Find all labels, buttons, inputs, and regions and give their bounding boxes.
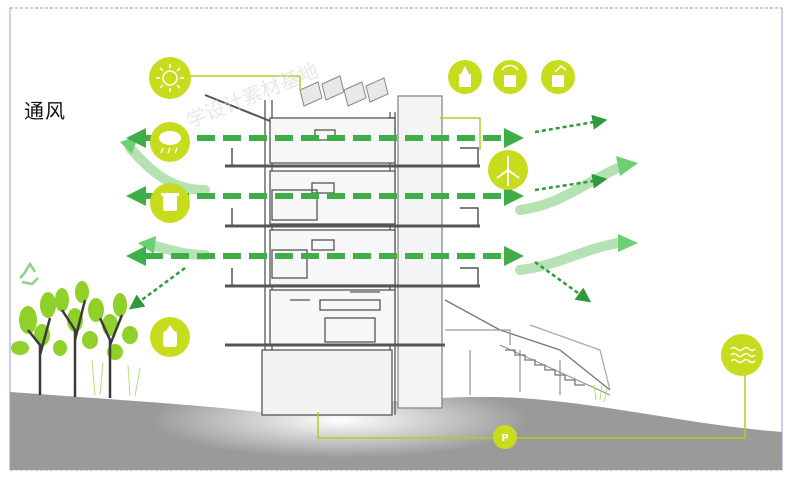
- parking-icon: P: [493, 425, 517, 449]
- trees: [11, 281, 141, 398]
- ventilation-arrows: [145, 135, 505, 259]
- rain-icon: [150, 122, 190, 162]
- faucet-icon-3: [541, 60, 575, 94]
- sun-icon: [149, 57, 191, 99]
- page-title: 通风: [24, 99, 66, 123]
- diagonal-dotted-arrows: [128, 114, 608, 310]
- parking-label: P: [501, 433, 508, 444]
- faucet-icon-1: [448, 60, 482, 94]
- airflow-curve-heads: [120, 136, 638, 254]
- ventilation-arrowheads: [126, 128, 524, 266]
- airflow-curves: [125, 143, 623, 275]
- solar-panels: [299, 75, 389, 107]
- faucet-icon-2: [493, 60, 527, 94]
- grass: [593, 383, 608, 403]
- water-tank-icon: [150, 183, 190, 223]
- water-waves-icon: [721, 334, 763, 376]
- water-collect-icon: [150, 317, 190, 357]
- recycle-icon: [19, 261, 39, 286]
- wind-turbine-icon: [488, 150, 528, 190]
